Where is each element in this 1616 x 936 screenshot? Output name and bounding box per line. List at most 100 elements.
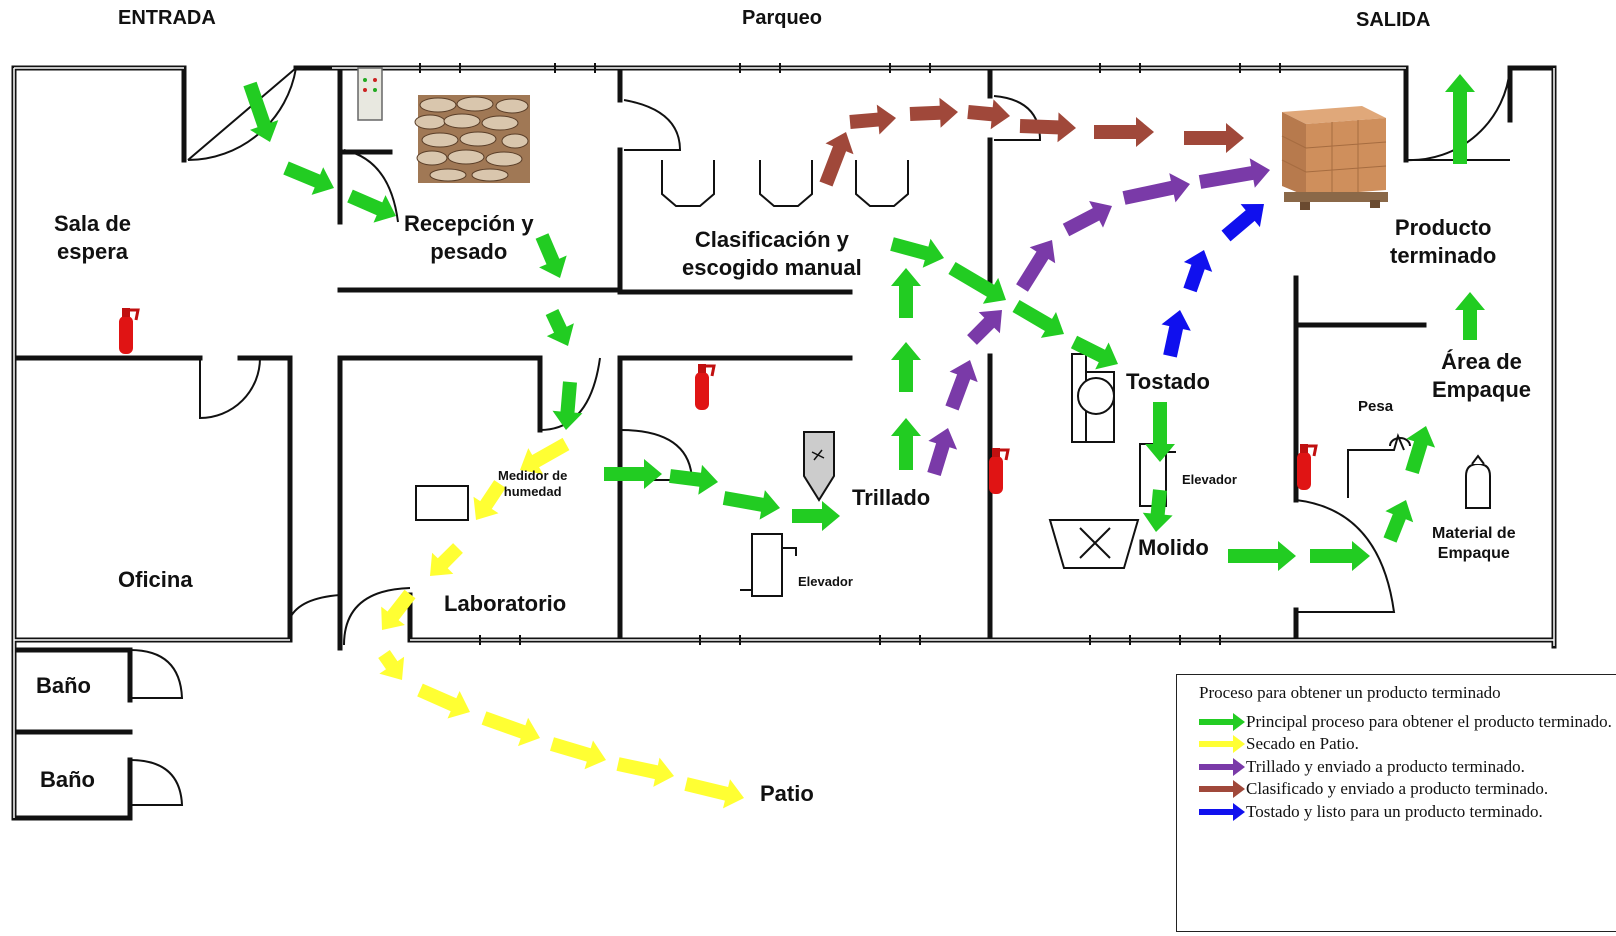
arrow-icon bbox=[1199, 780, 1245, 799]
flow-arrow bbox=[1310, 541, 1370, 571]
fire-extinguisher-icon bbox=[117, 306, 140, 356]
arrow-icon bbox=[1199, 713, 1245, 731]
coffee-sacks-icon bbox=[414, 95, 530, 183]
flow-arrow bbox=[1062, 201, 1112, 237]
moisture-meter-label: Medidor de humedad bbox=[498, 468, 568, 500]
flow-arrow bbox=[347, 189, 396, 223]
fire-extinguisher-icon bbox=[1295, 442, 1318, 492]
flow-arrow bbox=[1445, 74, 1475, 164]
room-recepcion: Recepción y pesado bbox=[404, 211, 534, 264]
room-producto-terminado: Producto terminado bbox=[1390, 215, 1497, 268]
parking-label: Parqueo bbox=[742, 7, 823, 29]
arrow-icon bbox=[1199, 735, 1245, 754]
legend-item-text: Clasificado y enviado a producto termina… bbox=[1246, 779, 1549, 799]
flow-arrow bbox=[1016, 240, 1056, 292]
fire-extinguisher-icon bbox=[693, 362, 716, 412]
flow-arrow bbox=[535, 233, 567, 278]
flow-arrow bbox=[684, 777, 744, 809]
roaster-icon bbox=[1071, 353, 1115, 443]
flow-arrow bbox=[891, 418, 921, 470]
flow-arrow bbox=[1142, 489, 1173, 532]
legend-item-clasificado: Clasificado y enviado a producto termina… bbox=[1199, 778, 1616, 800]
flow-arrow bbox=[283, 161, 334, 195]
flow-arrow bbox=[378, 650, 405, 680]
flow-arrow bbox=[430, 543, 463, 576]
flow-arrow bbox=[722, 490, 780, 520]
flow-arrow bbox=[1184, 123, 1244, 153]
flow-arrow bbox=[1012, 300, 1064, 338]
flow-arrow bbox=[473, 480, 506, 520]
legend-item-secado: Secado en Patio. bbox=[1199, 733, 1616, 755]
pallet-boxes-icon bbox=[1281, 106, 1388, 210]
flow-arrow bbox=[927, 428, 958, 476]
flow-arrow bbox=[1145, 402, 1175, 462]
flow-arrow bbox=[545, 309, 574, 346]
flow-arrow bbox=[243, 81, 279, 142]
flow-arrow bbox=[1070, 335, 1118, 370]
flow-arrow bbox=[849, 104, 896, 135]
flow-arrow bbox=[909, 97, 958, 128]
room-clasificacion: Clasificación y escogido manual bbox=[682, 227, 862, 280]
legend-item-text: Secado en Patio. bbox=[1246, 734, 1359, 754]
arrow-icon bbox=[1199, 802, 1245, 821]
exit-label: SALIDA bbox=[1356, 9, 1431, 31]
room-oficina: Oficina bbox=[118, 567, 193, 592]
moisture-meter-icon bbox=[415, 485, 469, 521]
flow-arrow bbox=[381, 589, 416, 630]
flow-arrow bbox=[669, 464, 718, 495]
legend-item-trillado: Trillado y enviado a producto terminado. bbox=[1199, 756, 1616, 778]
flow-arrow bbox=[1183, 250, 1213, 293]
flow-arrow bbox=[1122, 173, 1190, 205]
flow-arrow bbox=[948, 262, 1006, 304]
legend-item-text: Trillado y enviado a producto terminado. bbox=[1246, 756, 1525, 776]
entrance-label: ENTRADA bbox=[118, 7, 216, 29]
flow-arrow bbox=[417, 683, 470, 719]
flow-arrow bbox=[792, 501, 840, 531]
legend: Proceso para obtener un producto termina… bbox=[1176, 674, 1616, 932]
flow-arrow bbox=[945, 360, 978, 411]
flow-arrow bbox=[1405, 426, 1436, 474]
hopper-icon bbox=[661, 160, 909, 207]
room-trillado: Trillado bbox=[852, 485, 931, 510]
flow-arrow bbox=[604, 459, 662, 489]
scale-icon bbox=[1347, 433, 1411, 498]
legend-item-principal: Principal proceso para obtener el produc… bbox=[1199, 711, 1616, 733]
gas-cylinder-icon bbox=[1465, 454, 1491, 509]
legend-item-text: Tostado y listo para un producto termina… bbox=[1246, 801, 1543, 821]
elevator-label-tostado: Elevador bbox=[1182, 472, 1237, 487]
flow-arrow bbox=[1198, 158, 1270, 189]
flow-arrow bbox=[891, 342, 921, 392]
room-area-empaque: Área de Empaque bbox=[1432, 349, 1532, 402]
arrow-icon bbox=[1199, 757, 1245, 776]
huller-icon bbox=[803, 431, 835, 502]
flow-arrow bbox=[481, 711, 540, 747]
electrical-panel-icon bbox=[357, 67, 383, 121]
flow-arrow bbox=[819, 132, 854, 187]
elevator-icon bbox=[740, 533, 797, 597]
flow-arrow bbox=[967, 310, 1002, 345]
flow-arrow bbox=[1455, 292, 1485, 340]
room-sala-espera: Sala de espera bbox=[54, 211, 132, 264]
patio-label: Patio bbox=[760, 781, 814, 806]
flow-arrow bbox=[520, 437, 570, 475]
room-molido: Molido bbox=[1138, 535, 1209, 560]
flow-arrow bbox=[552, 381, 583, 430]
room-bano-1: Baño bbox=[36, 673, 91, 698]
scale-label: Pesa bbox=[1358, 398, 1394, 415]
flow-arrow bbox=[1228, 541, 1296, 571]
room-bano-2: Baño bbox=[40, 767, 95, 792]
legend-title: Proceso para obtener un producto termina… bbox=[1199, 683, 1501, 702]
legend-item-tostado: Tostado y listo para un producto termina… bbox=[1199, 801, 1616, 823]
room-laboratorio: Laboratorio bbox=[444, 591, 567, 616]
flow-arrow bbox=[1019, 112, 1076, 143]
elevator-label-trillado: Elevador bbox=[798, 574, 853, 589]
flow-arrow bbox=[550, 737, 606, 770]
legend-item-text: Principal proceso para obtener el produc… bbox=[1246, 712, 1612, 731]
flow-arrow bbox=[1094, 117, 1154, 147]
process-arrows bbox=[243, 74, 1485, 809]
flow-arrow bbox=[1161, 310, 1191, 358]
flow-arrow bbox=[1221, 204, 1264, 242]
flow-arrow bbox=[616, 757, 674, 787]
flow-arrow bbox=[891, 268, 921, 318]
